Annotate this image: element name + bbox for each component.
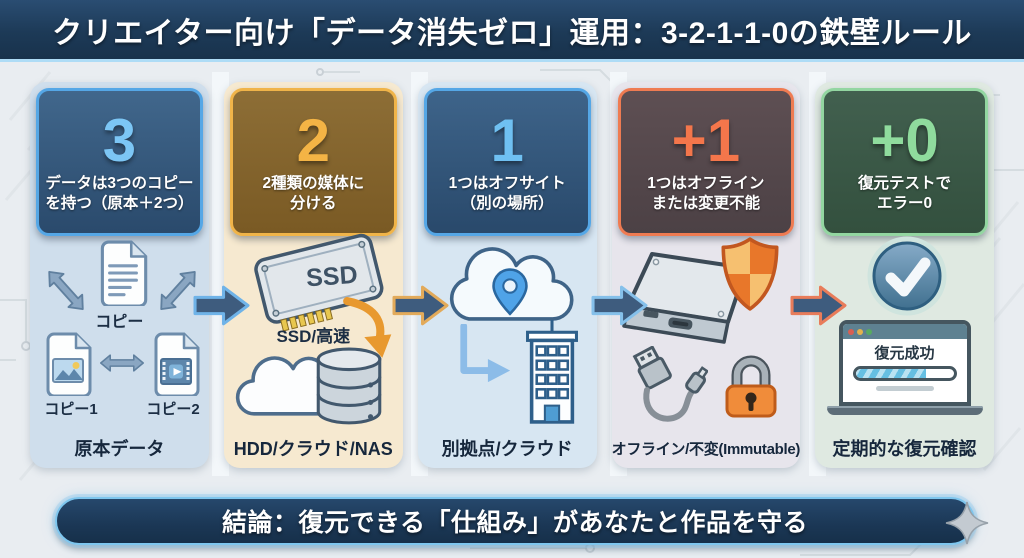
step-illustration: 復元成功 [815, 236, 994, 436]
step-card: +1 1つはオフライン または変更不能 [617, 88, 795, 236]
building-icon [525, 320, 578, 424]
step-card: 3 データは3つのコピー を持つ（原本＋2つ） [36, 88, 203, 236]
step-caption: HDD/クラウド/NAS [233, 439, 393, 459]
database-icon [316, 347, 382, 425]
step-heading: 復元テストで エラー0 [858, 174, 952, 213]
progress-fill [855, 369, 927, 378]
image-file-icon [46, 332, 92, 396]
step-number: 2 [296, 106, 330, 174]
step-caption: 原本データ [74, 439, 165, 459]
step-card: +0 復元テストで エラー0 [821, 88, 988, 236]
step-number: +1 [671, 106, 741, 174]
elbow-arrow-icon [460, 324, 510, 383]
step-illustration: SSD SSD/高速 [224, 233, 403, 436]
browser-bar [842, 324, 967, 339]
document-icon [100, 240, 148, 306]
step-card: 1 1つはオフサイト （別の場所） [423, 88, 591, 236]
step-illustration [418, 238, 597, 436]
window-dot-green [865, 328, 872, 335]
restore-success-label: 復元成功 [874, 345, 935, 362]
curved-arrow-icon [343, 297, 392, 358]
step-panel-1-offsite: 1 1つはオフサイト （別の場所） [417, 82, 597, 468]
conclusion-banner: 結論：復元できる「仕組み」があなたと作品を守る [55, 497, 989, 545]
copy1-label: コピー1 [44, 401, 98, 418]
flow-arrow-icon [591, 285, 648, 326]
screen-divider [875, 386, 934, 391]
step-illustration: コピー [30, 238, 209, 436]
step-card: 2 2種類の媒体に 分ける [229, 88, 397, 236]
cloud-location-icon [449, 247, 574, 321]
flow-arrow-icon [193, 285, 250, 326]
flow-arrow-icon [790, 285, 847, 326]
step-panel-3-copies: 3 データは3つのコピー を持つ（原本＋2つ） コピー [30, 82, 209, 468]
ssd-speed-label: SSD/高速 [276, 327, 351, 346]
step-heading: 2種類の媒体に 分ける [262, 174, 365, 213]
steps-row: 3 データは3つのコピー を持つ（原本＋2つ） コピー [30, 82, 994, 468]
step-heading: データは3つのコピー を持つ（原本＋2つ） [45, 174, 194, 213]
step-panel-0-errors: +0 復元テストで エラー0 [815, 82, 994, 468]
step-panel-1-offline: +1 1つはオフライン または変更不能 [611, 82, 801, 468]
video-file-icon [154, 332, 200, 396]
copy-label: コピー [95, 314, 144, 331]
sync-arrow-icon [48, 270, 84, 311]
padlock-icon [725, 355, 777, 418]
shield-icon [721, 237, 779, 311]
laptop-icon: 復元成功 [826, 320, 983, 415]
step-panel-2-media: 2 2種類の媒体に 分ける [223, 82, 403, 468]
copy2-label: コピー2 [146, 401, 200, 418]
step-number: 3 [102, 106, 137, 174]
step-illustration [612, 237, 800, 436]
window-dot-red [847, 328, 854, 335]
step-number: 1 [490, 106, 524, 174]
external-drive-icon [621, 252, 748, 344]
title-banner: クリエイター向け「データ消失ゼロ」運用：3-2-1-1-0の鉄壁ルール [0, 0, 1024, 62]
step-caption: 定期的な復元確認 [832, 439, 977, 459]
step-caption: オフライン/不変(Immutable) [611, 440, 801, 458]
check-circle-icon [867, 236, 947, 316]
step-heading: 1つはオフサイト （別の場所） [448, 174, 566, 213]
sync-arrow-icon [100, 354, 144, 372]
laptop-base [826, 406, 983, 415]
step-number: +0 [870, 106, 939, 174]
usb-cable-icon [632, 346, 708, 422]
page-title: クリエイター向け「データ消失ゼロ」運用：3-2-1-1-0の鉄壁ルール [52, 16, 972, 50]
conclusion-text: 結論：復元できる「仕組み」があなたと作品を守る [221, 509, 808, 537]
step-caption: 別拠点/クラウド [441, 439, 573, 459]
step-heading: 1つはオフライン または変更不能 [647, 174, 765, 213]
progress-bar [852, 366, 957, 381]
sparkle-icon [945, 501, 989, 545]
laptop-screen: 復元成功 [838, 320, 971, 406]
ssd-label: SSD [305, 261, 358, 293]
sync-arrow-icon [160, 270, 196, 311]
flow-arrow-icon [392, 285, 449, 326]
window-dot-yellow [856, 328, 863, 335]
